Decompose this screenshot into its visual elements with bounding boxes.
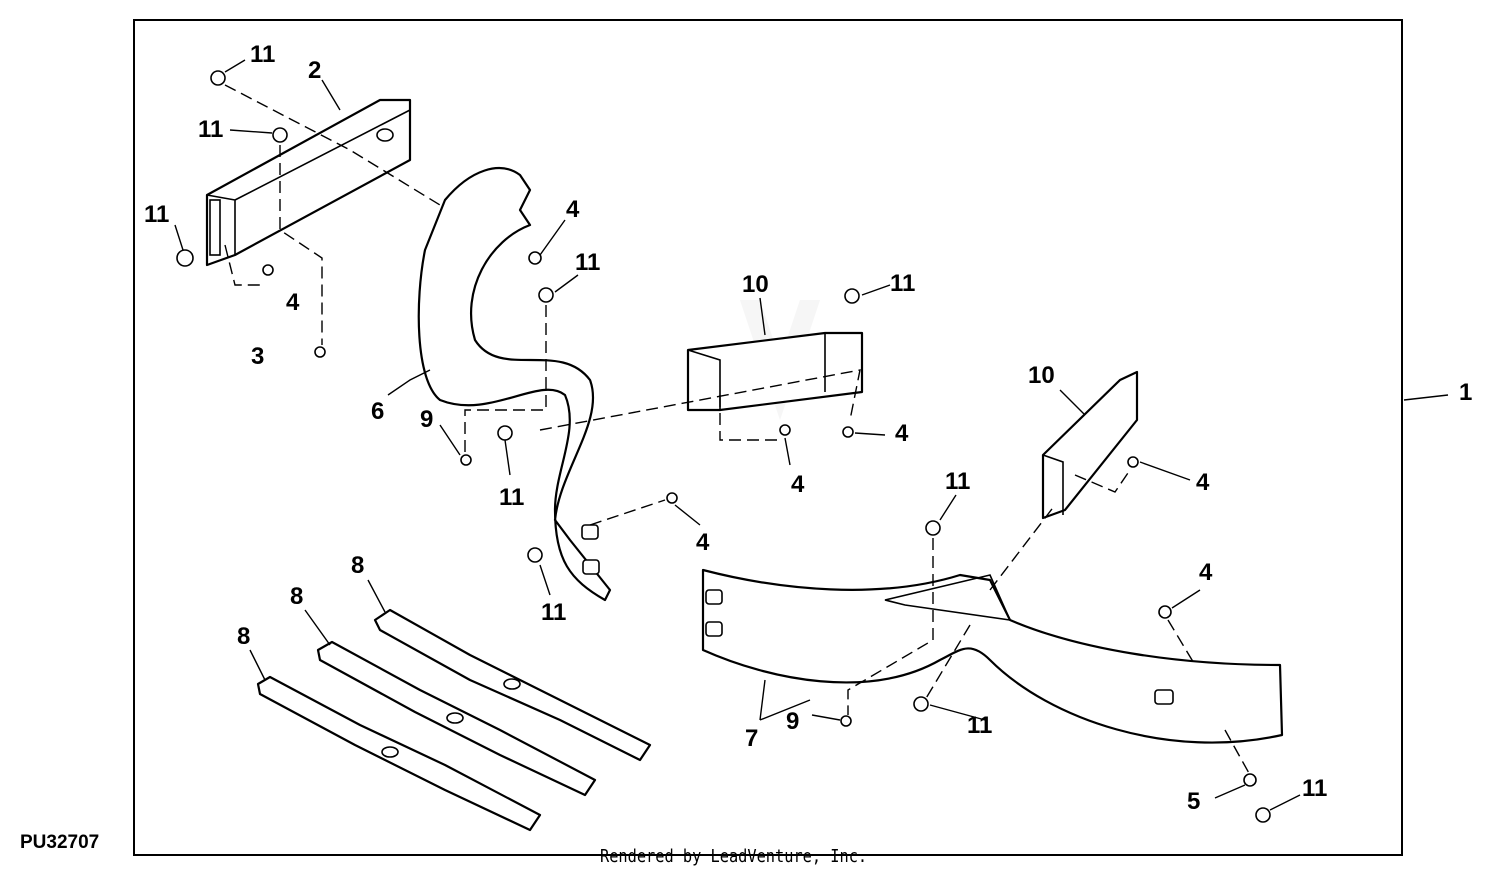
callout-11: 11 <box>499 484 524 511</box>
shield-part-10-upper <box>686 331 864 412</box>
callout-4: 4 <box>791 471 805 498</box>
callout-9: 9 <box>420 406 433 433</box>
callout-8: 8 <box>237 623 250 650</box>
callout-8: 8 <box>290 583 303 610</box>
assembly-lines <box>224 84 1251 776</box>
callout-11: 11 <box>967 712 992 739</box>
callout-9: 9 <box>786 708 799 735</box>
callout-1: 1 <box>1459 379 1472 406</box>
callout-8: 8 <box>351 552 364 579</box>
callout-4: 4 <box>895 420 909 447</box>
leader-lines <box>174 59 1449 811</box>
callout-4: 4 <box>1196 469 1210 496</box>
callout-4: 4 <box>696 529 710 556</box>
callout-4: 4 <box>286 289 300 316</box>
callout-4: 4 <box>1199 559 1213 586</box>
callout-10: 10 <box>1028 362 1055 389</box>
callout-11: 11 <box>575 249 600 276</box>
blades-part-8 <box>256 608 652 832</box>
callout-11: 11 <box>541 599 566 626</box>
diagram-frame <box>133 19 1403 856</box>
callout-2: 2 <box>308 57 321 84</box>
credit-text: Rendered by LeadVenture, Inc. <box>600 846 868 867</box>
callout-11: 11 <box>250 41 275 68</box>
baffle-part-6 <box>417 167 612 602</box>
callout-7: 7 <box>745 725 758 752</box>
callout-3: 3 <box>251 343 264 370</box>
callout-11: 11 <box>945 468 970 495</box>
shield-part-10-lower <box>1041 370 1139 520</box>
hardware-fasteners <box>176 70 1271 823</box>
callout-11: 11 <box>198 116 223 143</box>
figure-id: PU32707 <box>20 832 100 853</box>
callout-11: 11 <box>890 270 915 297</box>
callout-11: 11 <box>144 201 169 228</box>
baffle-part-7 <box>701 568 1284 744</box>
callout-5: 5 <box>1187 788 1200 815</box>
callout-labels: 11 2 11 11 4 3 4 11 10 11 1 6 9 11 4 4 1… <box>144 41 1472 815</box>
callout-4: 4 <box>566 196 580 223</box>
bracket-part-2 <box>205 98 412 267</box>
callout-10: 10 <box>742 271 769 298</box>
callout-11: 11 <box>1302 775 1327 802</box>
callout-6: 6 <box>371 398 384 425</box>
